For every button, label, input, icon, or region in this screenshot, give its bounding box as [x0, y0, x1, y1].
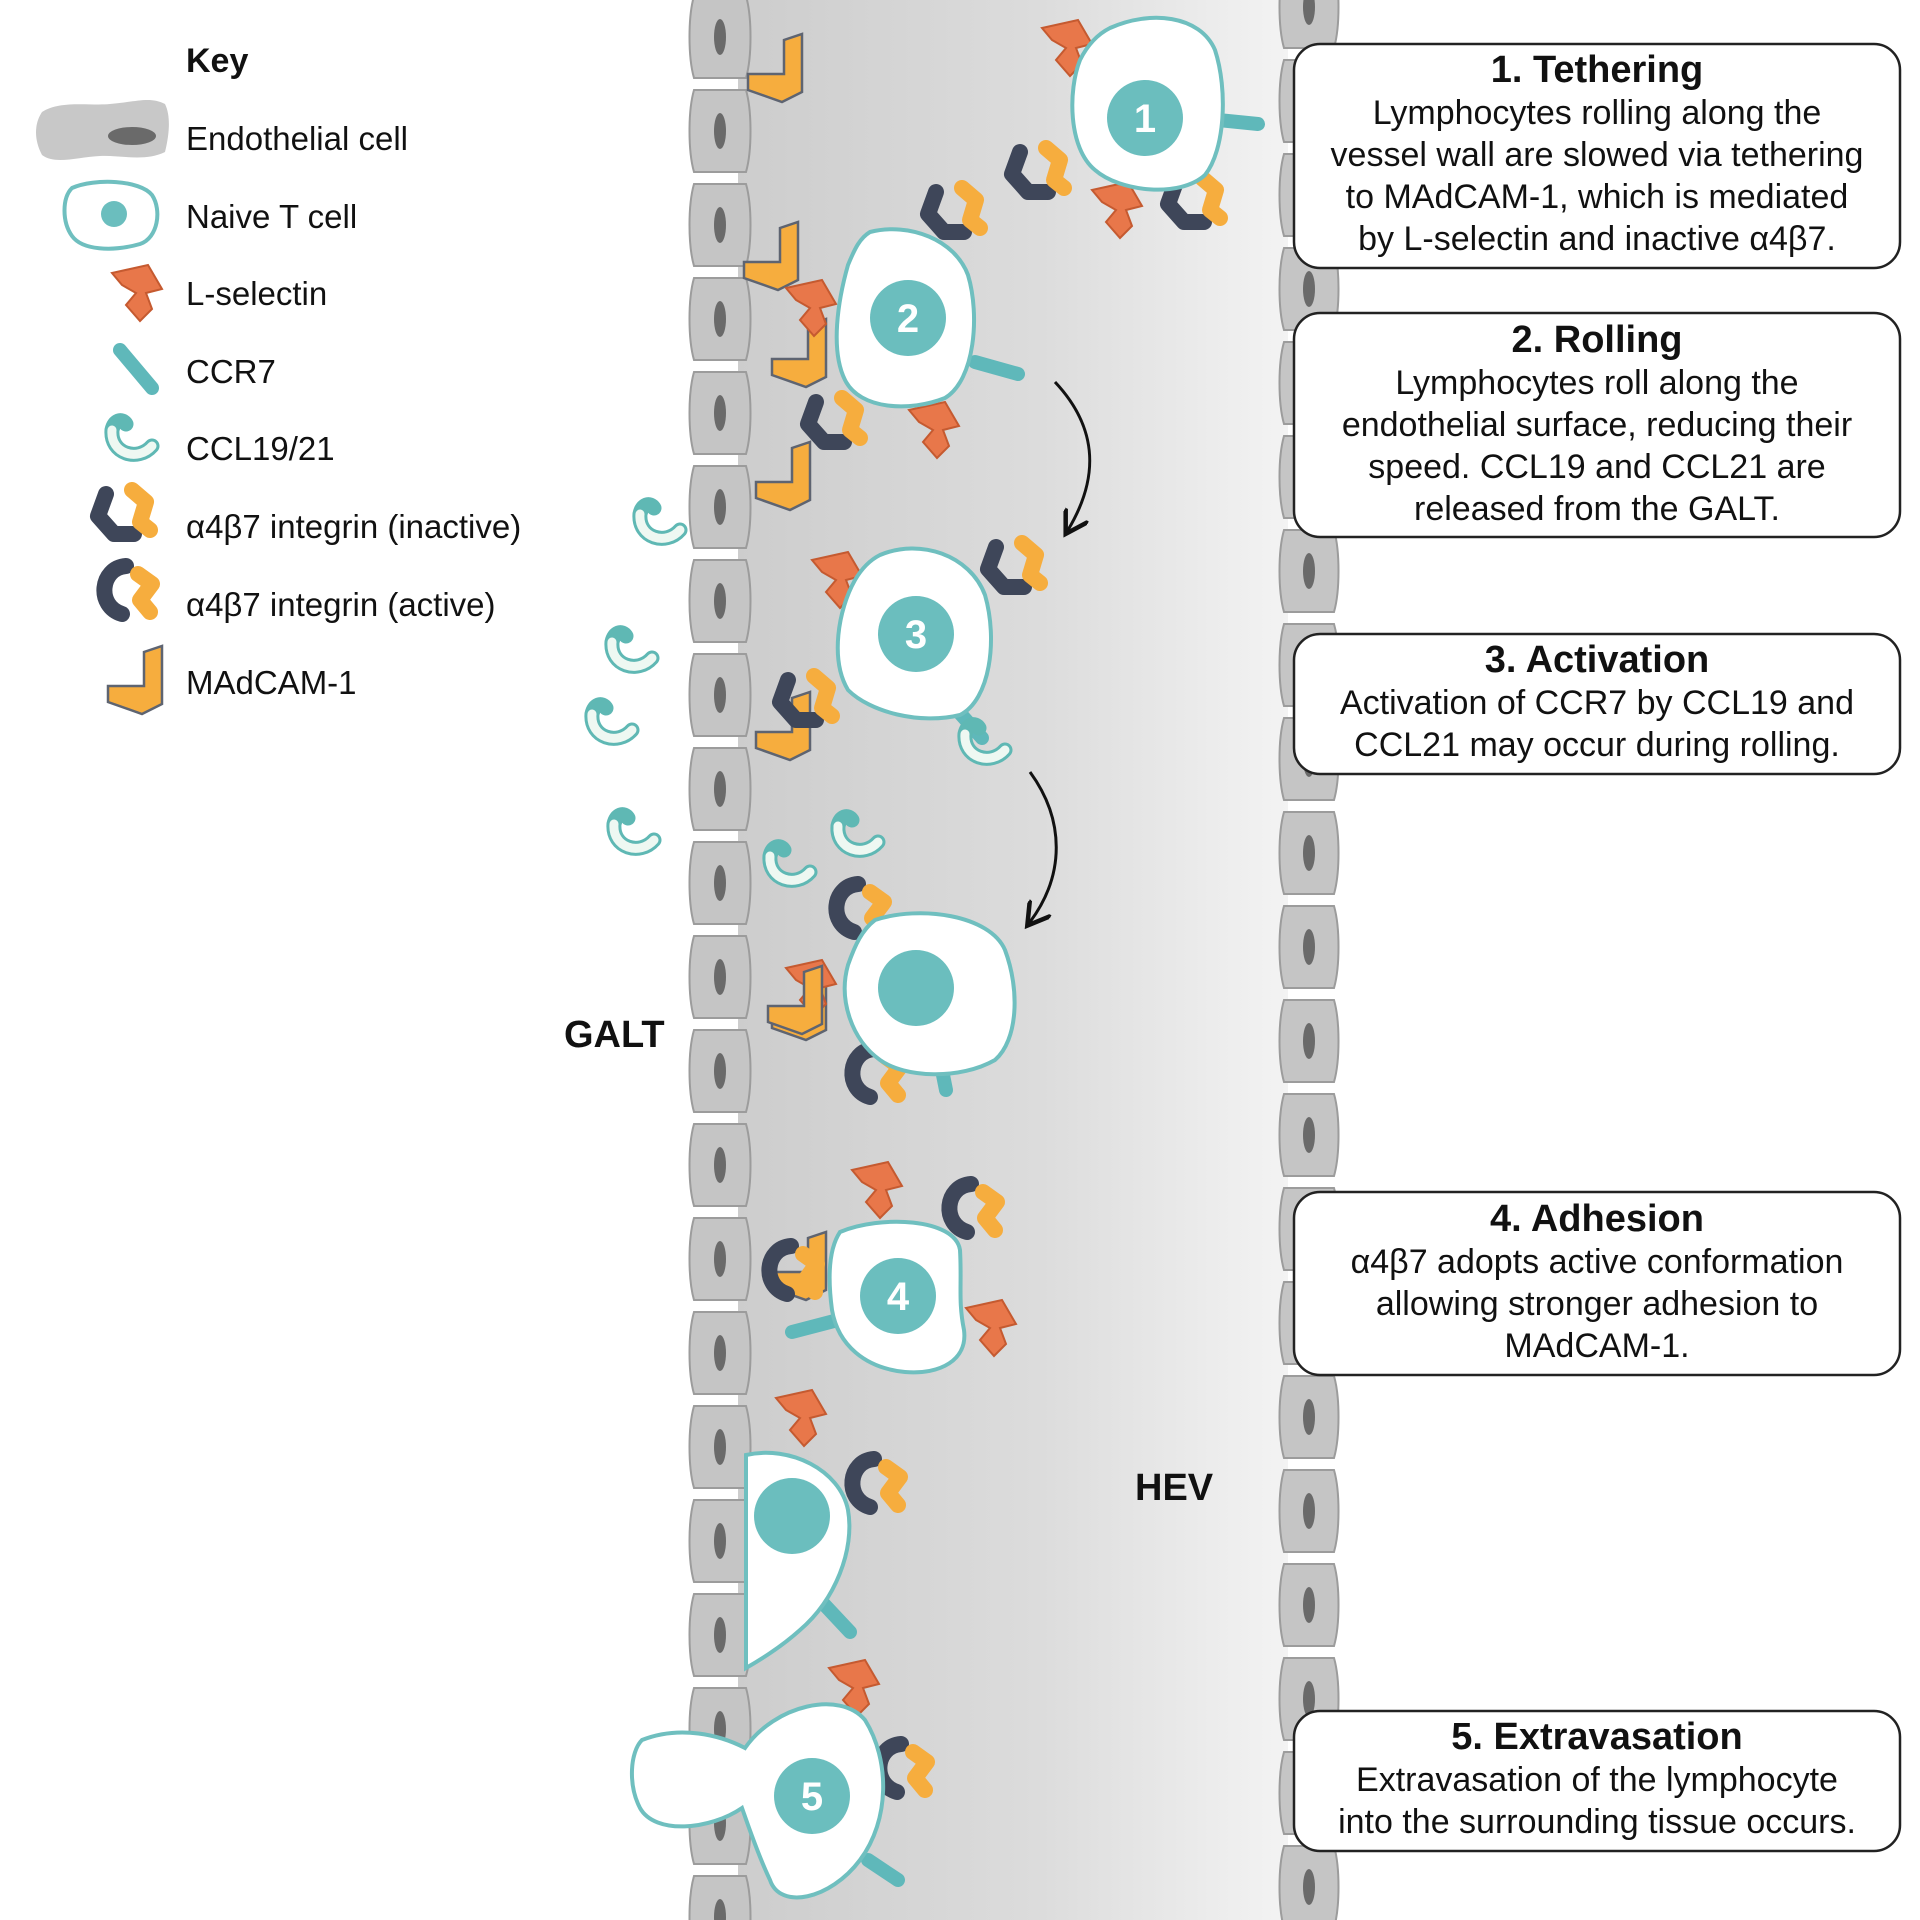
cell-number-1: 1 — [1134, 97, 1156, 141]
step-box-adhesion: 4. Adhesion α4β7 adopts active conformat… — [1292, 1190, 1902, 1377]
cell-number-4: 4 — [887, 1275, 910, 1319]
endothelial-nucleus — [714, 583, 726, 619]
t-cell-transmigrating — [744, 1389, 900, 1672]
t-cell-3: 3 — [780, 543, 1040, 758]
key-label-naive-t-cell: Naive T cell — [186, 198, 357, 235]
step-title: 5. Extravasation — [1451, 1716, 1742, 1758]
endothelial-nucleus — [714, 1335, 726, 1371]
naive-t-cell-icon — [62, 179, 160, 251]
ccl19-21-icon — [112, 421, 152, 455]
endothelial-nucleus — [714, 1899, 726, 1920]
endothelial-cell-icon — [36, 99, 169, 160]
endothelial-cell — [688, 1875, 752, 1920]
hev-label: HEV — [1135, 1467, 1214, 1509]
endothelial-nucleus — [1303, 1117, 1315, 1153]
endothelial-nucleus — [1303, 1493, 1315, 1529]
key-title: Key — [186, 42, 248, 80]
step-line: α4β7 adopts active conformation — [1351, 1243, 1844, 1281]
galt-label: GALT — [564, 1014, 665, 1056]
endothelial-nucleus — [714, 1429, 726, 1465]
key-legend: Key Endothelial cell Naive T cell L-sele… — [36, 42, 521, 716]
key-label-endothelial: Endothelial cell — [186, 120, 408, 157]
cell-number-2: 2 — [897, 297, 919, 341]
t-cell-4: 4 — [769, 1161, 1017, 1375]
endothelial-nucleus — [714, 1523, 726, 1559]
step-box-activation: 3. Activation Activation of CCR7 by CCL1… — [1292, 632, 1902, 776]
endothelial-nucleus — [714, 301, 726, 337]
endothelial-nucleus — [1303, 271, 1315, 307]
endothelial-nucleus — [714, 677, 726, 713]
endothelial-nucleus — [714, 1617, 726, 1653]
endothelial-nucleus — [1303, 929, 1315, 965]
madcam-1-icon — [106, 644, 164, 716]
step-line: endothelial surface, reducing their — [1342, 406, 1852, 444]
endothelial-nucleus — [1303, 1023, 1315, 1059]
cell-number-5: 5 — [801, 1775, 823, 1819]
step-box-extravasation: 5. Extravasation Extravasation of the ly… — [1292, 1709, 1902, 1853]
endothelial-nucleus — [714, 1053, 726, 1089]
endothelial-nucleus — [714, 1241, 726, 1277]
step-line: released from the GALT. — [1414, 490, 1780, 528]
integrin-active-icon — [104, 566, 152, 614]
step-title: 2. Rolling — [1512, 319, 1683, 361]
key-label-l-selectin: L-selectin — [186, 275, 327, 312]
endothelial-nucleus — [714, 207, 726, 243]
endothelial-nucleus — [1303, 553, 1315, 589]
step-line: MAdCAM-1. — [1504, 1327, 1689, 1365]
t-cell-1: 1 — [1012, 15, 1265, 239]
key-label-ccr7: CCR7 — [186, 353, 276, 390]
key-label-ccl19-21: CCL19/21 — [186, 430, 335, 467]
ccr7-icon — [113, 343, 159, 395]
step-line: Lymphocytes roll along the — [1395, 364, 1798, 402]
endothelial-nucleus — [714, 19, 726, 55]
endothelial-nucleus — [1303, 1681, 1315, 1717]
endothelial-nucleus — [714, 489, 726, 525]
endothelial-nucleus — [714, 113, 726, 149]
arrow-activation-to-adhesion — [1030, 771, 1058, 922]
endothelial-nucleus — [1303, 1399, 1315, 1435]
endothelial-wall-left — [688, 0, 752, 1920]
step-line: vessel wall are slowed via tethering — [1331, 136, 1864, 174]
step-title: 1. Tethering — [1491, 49, 1704, 91]
t-cell-2: 2 — [785, 188, 1025, 459]
arrow-rolling-to-activation — [1053, 380, 1092, 530]
cell-number-3: 3 — [905, 613, 927, 657]
integrin-inactive-icon — [98, 490, 150, 534]
step-line: speed. CCL19 and CCL21 are — [1368, 448, 1825, 486]
endothelial-nucleus — [714, 771, 726, 807]
endothelial-nucleus — [714, 1147, 726, 1183]
key-label-integrin-active: α4β7 integrin (active) — [186, 586, 496, 623]
step-line: Activation of CCR7 by CCL19 and — [1340, 684, 1854, 722]
key-label-integrin-inactive: α4β7 integrin (inactive) — [186, 508, 521, 545]
step-line: allowing stronger adhesion to — [1376, 1285, 1818, 1323]
endothelial-nucleus — [714, 865, 726, 901]
step-box-tethering: 1. Tethering Lymphocytes rolling along t… — [1292, 42, 1902, 270]
endothelial-nucleus — [1303, 835, 1315, 871]
step-title: 3. Activation — [1485, 639, 1710, 681]
endothelial-nucleus — [1303, 1869, 1315, 1905]
endothelial-nucleus — [1303, 1587, 1315, 1623]
step-line: Lymphocytes rolling along the — [1373, 94, 1822, 132]
step-title: 4. Adhesion — [1490, 1198, 1704, 1240]
step-box-rolling: 2. Rolling Lymphocytes roll along the en… — [1292, 311, 1902, 539]
step-line: to MAdCAM-1, which is mediated — [1346, 178, 1849, 216]
step-line: into the surrounding tissue occurs. — [1338, 1803, 1856, 1841]
step-line: by L-selectin and inactive α4β7. — [1358, 220, 1836, 258]
t-cell-5: 5 — [629, 1659, 927, 1900]
endothelial-nucleus — [714, 959, 726, 995]
key-label-madcam-1: MAdCAM-1 — [186, 664, 357, 701]
hev-lumen — [738, 0, 1288, 1920]
endothelial-nucleus — [714, 395, 726, 431]
endothelial-wall-right — [1278, 0, 1340, 1920]
step-line: Extravasation of the lymphocyte — [1356, 1761, 1838, 1799]
step-line: CCL21 may occur during rolling. — [1354, 726, 1840, 764]
endothelial-nucleus — [1303, 0, 1315, 25]
l-selectin-icon — [111, 264, 163, 322]
t-cell-activated — [766, 884, 1017, 1097]
